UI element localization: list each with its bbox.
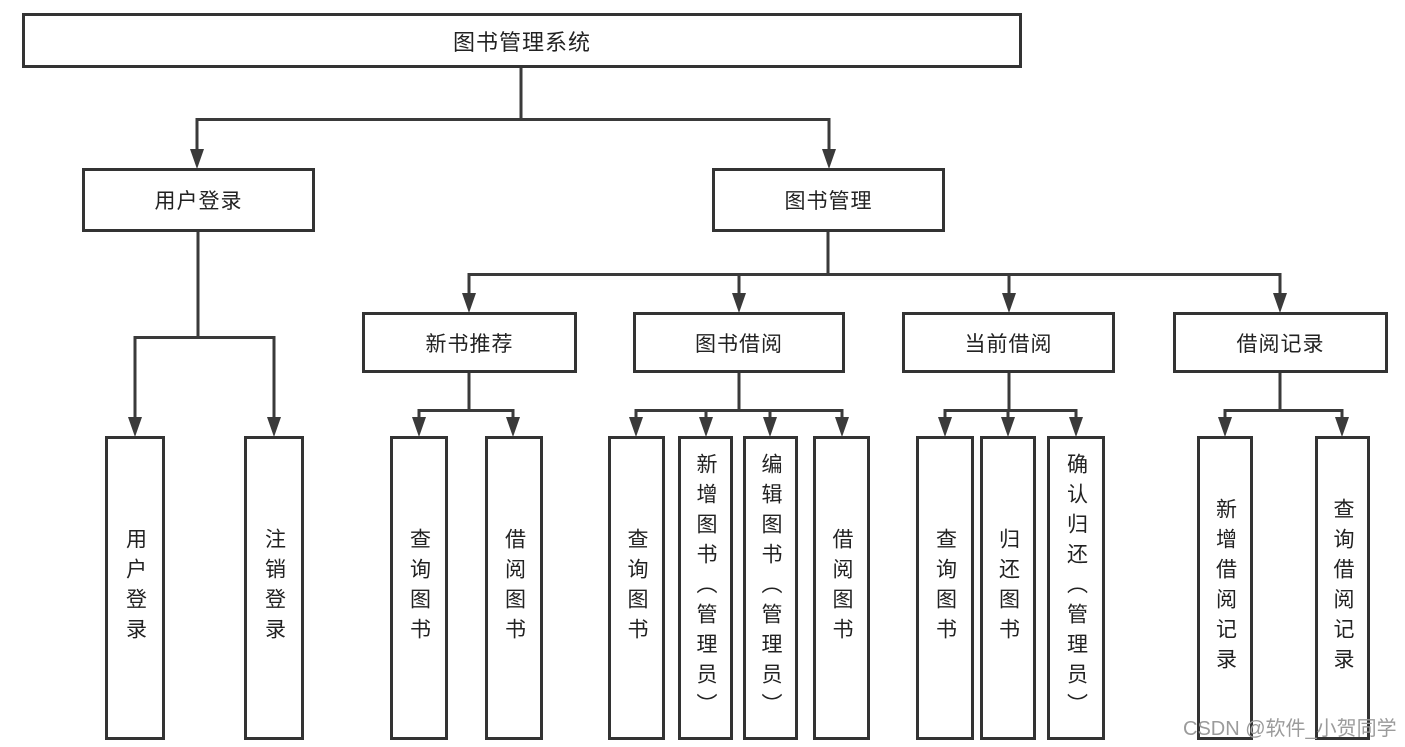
node-label: 图书管理 — [784, 190, 873, 213]
arrow-into-leaf-add-borrowing-record — [1218, 417, 1232, 437]
node-book-borrowing: 图书借阅 — [633, 312, 845, 373]
connector-strokes — [133, 68, 1344, 420]
node-label: 借阅记录 — [1236, 332, 1325, 356]
node-label: 查询图书 — [625, 528, 648, 648]
connector-root-to-level2 — [195, 68, 831, 150]
node-leaf-return-books: 归还图书 — [980, 436, 1036, 740]
node-leaf-query-borrowing-record: 查询借阅记录 — [1315, 436, 1370, 740]
node-label: 确认归还（管理员） — [1064, 453, 1088, 723]
arrow-into-leaf-query-books-borrowing — [629, 417, 643, 437]
node-label: 新增图书（管理员） — [694, 453, 717, 723]
arrowheads — [128, 149, 1349, 437]
node-label: 图书借阅 — [695, 332, 783, 356]
node-library-management-system: 图书管理系统 — [22, 13, 1022, 68]
node-leaf-confirm-return-admin: 确认归还（管理员） — [1047, 436, 1105, 740]
node-label: 查询图书 — [933, 528, 957, 648]
node-user-login: 用户登录 — [82, 168, 315, 232]
arrow-into-current-borrowing — [1002, 293, 1016, 313]
connector-book-borrowing-to-leaves — [634, 373, 844, 420]
node-label: 图书管理系统 — [452, 29, 591, 55]
node-leaf-query-books-borrowing: 查询图书 — [608, 436, 665, 740]
node-label: 新书推荐 — [425, 332, 514, 356]
node-leaf-add-borrowing-record: 新增借阅记录 — [1197, 436, 1253, 740]
connector-borrowing-records-to-leaves — [1223, 373, 1344, 420]
node-leaf-logout-action: 注销登录 — [244, 436, 304, 740]
arrow-into-leaf-user-login — [128, 417, 142, 437]
arrow-into-leaf-logout — [267, 417, 281, 437]
node-leaf-user-login-action: 用户登录 — [105, 436, 165, 740]
node-new-book-recommendation: 新书推荐 — [362, 312, 577, 373]
node-label: 编辑图书（管理员） — [759, 453, 782, 723]
node-label: 归还图书 — [996, 528, 1020, 648]
arrow-into-leaf-query-borrowing-record — [1335, 417, 1349, 437]
node-label: 借阅图书 — [502, 528, 526, 648]
node-leaf-add-books-admin: 新增图书（管理员） — [678, 436, 733, 740]
arrow-into-leaf-borrow-books-recommend — [506, 417, 520, 437]
node-leaf-edit-books-admin: 编辑图书（管理员） — [743, 436, 798, 740]
node-label: 注销登录 — [262, 528, 286, 648]
arrow-into-leaf-query-books-current — [938, 417, 952, 437]
arrow-into-book-management — [822, 149, 836, 169]
arrow-into-leaf-return-books — [1001, 417, 1015, 437]
node-book-management: 图书管理 — [712, 168, 945, 232]
node-leaf-query-books-current: 查询图书 — [916, 436, 974, 740]
node-label: 用户登录 — [123, 528, 147, 648]
arrow-into-leaf-confirm-return-admin — [1069, 417, 1083, 437]
arrow-into-borrowing-records — [1273, 293, 1287, 313]
node-borrowing-records: 借阅记录 — [1173, 312, 1388, 373]
arrow-into-new-book-recommendation — [462, 293, 476, 313]
arrow-into-book-borrowing — [732, 293, 746, 313]
arrow-into-leaf-edit-books-admin — [763, 417, 777, 437]
node-label: 当前借阅 — [964, 332, 1053, 356]
node-leaf-query-books-recommend: 查询图书 — [390, 436, 448, 740]
csdn-watermark: CSDN @软件_小贺同学 — [1183, 718, 1397, 740]
node-current-borrowing: 当前借阅 — [902, 312, 1115, 373]
arrow-into-leaf-query-books-recommend — [412, 417, 426, 437]
node-label: 查询图书 — [407, 528, 431, 648]
connector-current-borrowing-to-leaves — [943, 373, 1078, 420]
node-label: 借阅图书 — [830, 528, 853, 648]
connector-book-management-to-level3 — [467, 232, 1282, 294]
node-leaf-borrow-books-borrowing: 借阅图书 — [813, 436, 870, 740]
node-leaf-borrow-books-recommend: 借阅图书 — [485, 436, 543, 740]
arrow-into-leaf-add-books-admin — [699, 417, 713, 437]
node-label: 查询借阅记录 — [1331, 498, 1354, 678]
node-label: 新增借阅记录 — [1213, 498, 1237, 678]
arrow-into-leaf-borrow-books-borrowing — [835, 417, 849, 437]
connector-new-book-recommendation-to-leaves — [417, 373, 515, 420]
arrow-into-user-login — [190, 149, 204, 169]
connector-user-login-to-leaves — [133, 232, 276, 418]
node-label: 用户登录 — [154, 190, 243, 213]
